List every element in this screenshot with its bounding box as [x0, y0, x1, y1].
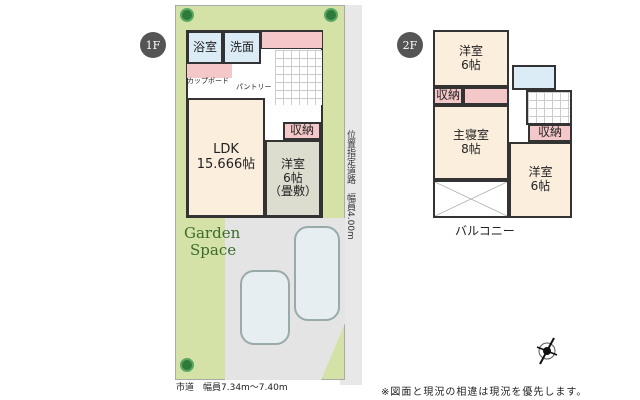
compass-icon	[536, 337, 558, 365]
car-icon	[294, 226, 340, 321]
front-road-label: 市道 幅員7.34m～7.40m	[176, 383, 288, 393]
tree-icon	[180, 8, 194, 22]
stairs-1f	[261, 31, 323, 49]
floor-2f-badge: 2F	[397, 32, 423, 58]
room-washroom: 洗面	[223, 31, 261, 64]
floor-1f-badge: 1F	[140, 32, 166, 58]
tree-icon	[180, 358, 194, 372]
car-icon	[240, 270, 290, 345]
room-bath: 浴室	[187, 31, 223, 64]
closet-2f	[463, 87, 509, 105]
storage-2f-1: 収納	[433, 87, 463, 105]
balcony	[433, 180, 509, 218]
side-road-label: 位置指定道路 幅員4.00m	[345, 130, 355, 240]
storage-2f-2: 収納	[528, 124, 572, 142]
disclaimer-note: ※図面と現況の相違は現況を優先します。	[381, 387, 588, 398]
tree-icon	[324, 8, 338, 22]
side-road	[340, 5, 362, 385]
entrance	[275, 50, 322, 105]
balcony-label: バルコニー	[455, 224, 515, 238]
pantry: パントリー	[236, 83, 272, 91]
stairs-2f	[526, 90, 572, 125]
cupboard: カップボード	[187, 64, 232, 85]
storage-1f: 収納	[283, 122, 321, 140]
toilet-2f	[512, 65, 556, 90]
